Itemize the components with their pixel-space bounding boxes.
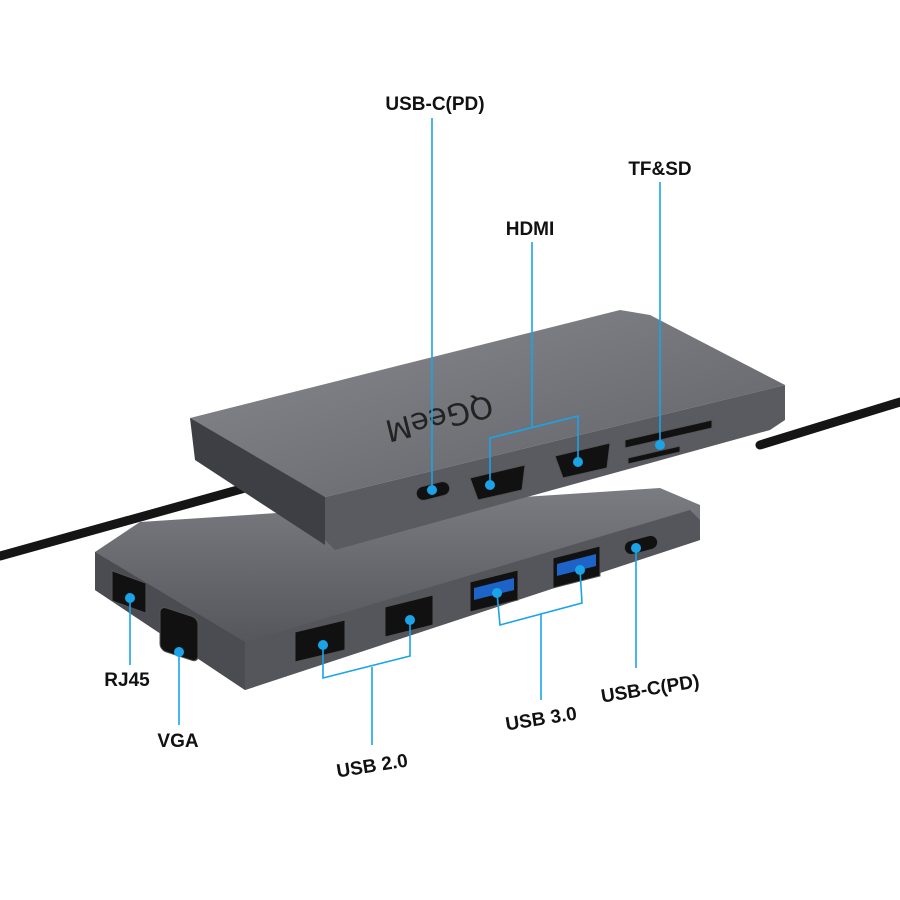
cable xyxy=(0,397,900,561)
svg-text:HDMI: HDMI xyxy=(506,219,555,240)
callout-vga: VGA xyxy=(157,647,199,752)
callout-rj45: RJ45 xyxy=(104,593,150,691)
sd-slot xyxy=(624,419,713,449)
svg-text:USB-C(PD): USB-C(PD) xyxy=(600,671,701,707)
bottom-hub xyxy=(95,488,700,690)
callout-top-usbc: USB-C(PD) xyxy=(385,94,485,495)
rj45-port xyxy=(111,570,147,614)
hdmi-port xyxy=(469,464,526,501)
svg-text:TF&SD: TF&SD xyxy=(628,159,691,180)
callout-hdmi: HDMI xyxy=(485,219,583,490)
svg-text:RJ45: RJ45 xyxy=(104,670,150,691)
svg-text:VGA: VGA xyxy=(157,731,198,752)
callout-tf-sd: TF&SD xyxy=(628,159,692,450)
svg-text:USB 3.0: USB 3.0 xyxy=(504,703,578,735)
top-hub: QGeeM xyxy=(190,310,785,550)
tf-slot xyxy=(627,445,681,465)
svg-text:USB 2.0: USB 2.0 xyxy=(335,750,409,782)
svg-text:USB-C(PD): USB-C(PD) xyxy=(385,94,484,115)
